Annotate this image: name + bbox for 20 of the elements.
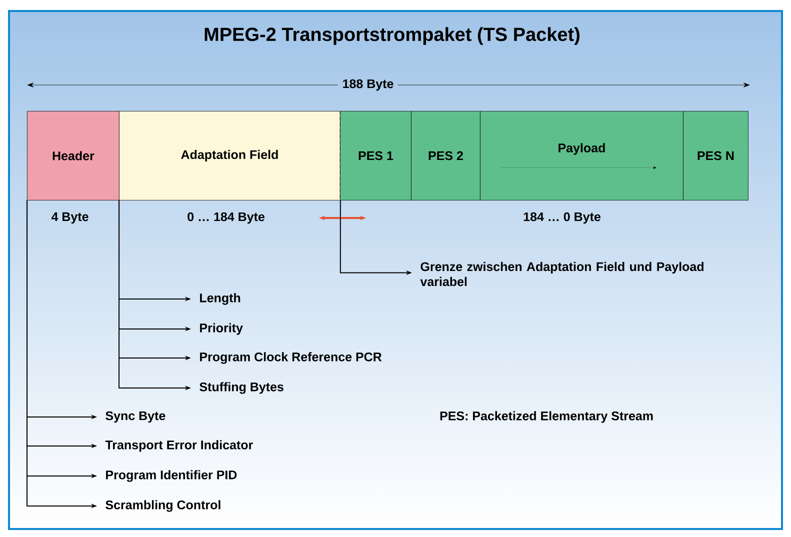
dimension-label: 188 Byte: [343, 79, 394, 91]
note: PES: Packetized Elementary Stream: [440, 411, 653, 423]
field-label: Priority: [200, 323, 243, 335]
field-label: Length: [200, 293, 240, 305]
packet-field-box: PES 2: [411, 111, 480, 200]
field-label: Grenze zwischen Adaptation Field und Payload variabel: [420, 262, 704, 286]
field-label: Transport Error Indicator: [105, 440, 253, 452]
field-label: Program Clock Reference PCR: [200, 352, 382, 364]
title: MPEG-2 Transportstrompaket (TS Packet): [204, 27, 580, 45]
field-label: Program Identifier PID: [106, 470, 237, 482]
byte-count-label: 4 Byte: [51, 212, 88, 224]
field-label: Stuffing Bytes: [200, 382, 284, 394]
field-label: Scrambling Control: [106, 500, 220, 512]
packet-field-box: Header: [27, 111, 120, 200]
field-label: Sync Byte: [106, 411, 166, 423]
packet-field-box: PES 1: [340, 111, 412, 200]
packet-field-box: PES N: [683, 111, 748, 200]
byte-count-label: 184 … 0 Byte: [524, 212, 600, 224]
packet-field-box: Adaptation Field: [119, 111, 342, 200]
byte-count-label: 0 … 184 Byte: [188, 212, 264, 224]
